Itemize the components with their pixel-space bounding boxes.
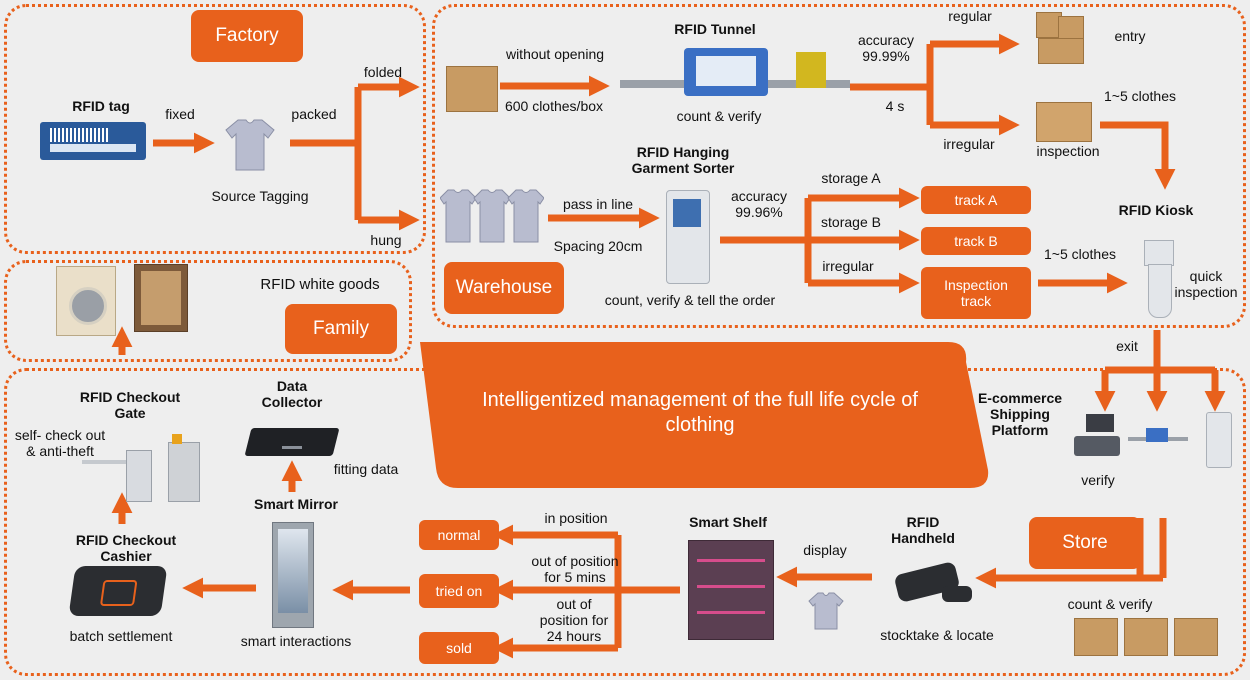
tunnel-accuracy-label: accuracy 99.99% xyxy=(857,32,915,65)
family-label: Family xyxy=(285,304,397,354)
inspection-clothes-label: 1~5 clothes xyxy=(1104,88,1176,104)
sorter-irregular-label: irregular xyxy=(822,258,874,274)
storage-b-label: storage B xyxy=(821,214,881,230)
exit-label: exit xyxy=(1116,338,1138,354)
smart-mirror-icon xyxy=(272,522,314,628)
exit-terminal-icon xyxy=(1206,412,1232,468)
wardrobe-icon xyxy=(134,264,188,332)
track-b-box: track B xyxy=(921,227,1031,255)
factory-label: Factory xyxy=(191,10,303,62)
self-checkout-label: self- check out & anti-theft xyxy=(14,427,106,460)
white-goods-label: RFID white goods xyxy=(260,276,380,293)
kiosk-clothes-label: 1~5 clothes xyxy=(1044,246,1116,262)
out-5-mins-label: out of position for 5 mins xyxy=(531,553,619,586)
fixed-label: fixed xyxy=(165,106,195,122)
inspection-label: inspection xyxy=(1036,143,1100,159)
display-label: display xyxy=(803,542,847,558)
rfid-kiosk-title: RFID Kiosk xyxy=(1118,202,1194,218)
sorter-terminal-icon xyxy=(666,190,710,284)
conveyor-scanner-icon xyxy=(1128,428,1188,446)
irregular-label: irregular xyxy=(943,136,995,152)
smart-mirror-title: Smart Mirror xyxy=(253,496,339,512)
hung-label: hung xyxy=(370,232,402,248)
out-24-hours-label: out of position for 24 hours xyxy=(539,596,609,645)
smart-shelf-title: Smart Shelf xyxy=(689,514,767,530)
sold-box: sold xyxy=(419,632,499,664)
rfid-tunnel-machine xyxy=(620,48,850,104)
smart-shelf-icon xyxy=(688,540,774,640)
source-tagging-label: Source Tagging xyxy=(211,188,309,204)
track-a-box: track A xyxy=(921,186,1031,214)
handheld-title: RFID Handheld xyxy=(891,514,955,547)
quick-inspection-label: quick inspection xyxy=(1174,268,1238,301)
cardboard-box-icon xyxy=(446,66,498,112)
store-label: Store xyxy=(1029,517,1141,569)
rfid-tunnel-title: RFID Tunnel xyxy=(674,21,756,37)
sorter-order-label: count, verify & tell the order xyxy=(604,292,776,308)
three-tshirts-icon xyxy=(440,186,544,244)
verify-label: verify xyxy=(1081,472,1115,488)
data-collector-icon xyxy=(244,418,340,458)
rfid-tag-title: RFID tag xyxy=(72,98,130,114)
storage-a-label: storage A xyxy=(821,170,881,186)
tshirt-icon xyxy=(224,116,276,172)
washing-machine-icon xyxy=(56,266,116,336)
center-title: Intelligentized management of the full l… xyxy=(482,389,918,436)
kiosk-icon xyxy=(1134,238,1180,318)
ecommerce-platform-title: E-commerce Shipping Platform xyxy=(977,390,1063,439)
family-region xyxy=(4,260,412,362)
sorter-accuracy-label: accuracy 99.96% xyxy=(730,188,788,221)
count-verify-label: count & verify xyxy=(676,108,762,124)
folded-label: folded xyxy=(363,64,403,80)
smart-interactions-label: smart interactions xyxy=(240,633,352,649)
warehouse-label: Warehouse xyxy=(444,262,564,314)
in-position-label: in position xyxy=(544,510,608,526)
stacked-boxes-icon xyxy=(1036,12,1084,64)
store-tshirt-icon xyxy=(808,590,844,630)
sorter-title: RFID Hanging Garment Sorter xyxy=(631,144,735,177)
store-count-verify-label: count & verify xyxy=(1067,596,1153,612)
checkout-cashier-title: RFID Checkout Cashier xyxy=(75,532,177,565)
warehouse-region xyxy=(432,4,1246,328)
without-opening-label: without opening xyxy=(505,46,605,62)
verify-terminal-icon xyxy=(1070,414,1122,458)
regular-label: regular xyxy=(948,8,992,24)
entry-label: entry xyxy=(1114,28,1146,44)
arrow-inspection-kiosk xyxy=(1100,121,1176,190)
batch-settlement-label: batch settlement xyxy=(69,628,173,644)
factory-region xyxy=(4,4,426,254)
inspection-track-box: Inspection track xyxy=(921,267,1031,319)
pass-in-line-label: pass in line xyxy=(562,196,634,212)
open-box-icon xyxy=(1036,102,1092,142)
normal-box: normal xyxy=(419,520,499,550)
spacing-label: Spacing 20cm xyxy=(553,238,643,254)
checkout-gate-icon xyxy=(82,434,204,502)
checkout-cashier-icon xyxy=(68,566,168,616)
rfid-tag-icon xyxy=(40,122,146,160)
stocktake-label: stocktake & locate xyxy=(880,627,994,643)
store-boxes-icon xyxy=(1074,618,1234,656)
tried-on-box: tried on xyxy=(419,574,499,608)
fitting-data-label: fitting data xyxy=(333,461,399,477)
tunnel-time-label: 4 s xyxy=(885,98,905,114)
checkout-gate-title: RFID Checkout Gate xyxy=(79,389,181,422)
packed-label: packed xyxy=(291,106,337,122)
per-box-label: 600 clothes/box xyxy=(504,98,604,114)
handheld-icon xyxy=(892,560,978,612)
data-collector-title: Data Collector xyxy=(261,378,323,411)
